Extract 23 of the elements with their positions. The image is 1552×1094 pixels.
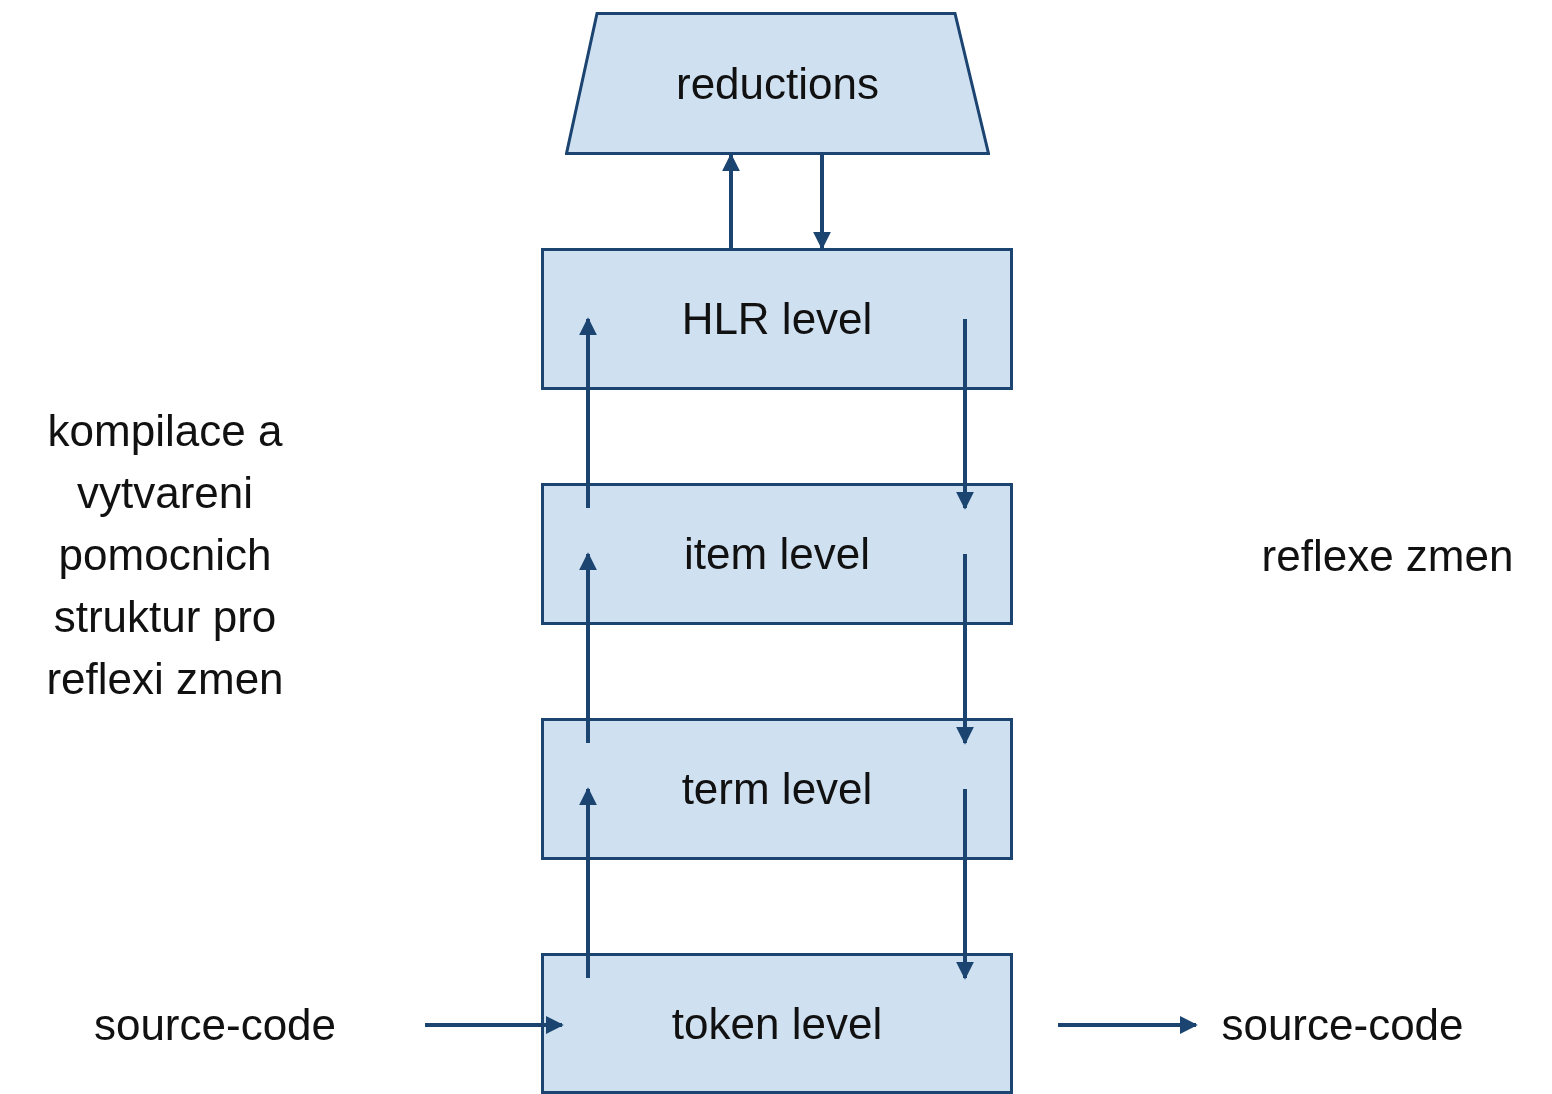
node-label: reductions — [676, 58, 879, 109]
node-label: item level — [684, 529, 870, 579]
arrow — [722, 153, 740, 248]
io-label: source-code — [93, 1000, 337, 1050]
level-box — [541, 953, 1013, 1094]
arrow — [579, 552, 597, 743]
node-label: term level — [681, 764, 873, 814]
annotation-text: reflexe zmen — [1260, 530, 1515, 582]
arrow — [813, 155, 831, 250]
level-box — [541, 718, 1013, 860]
io-label: source-code — [1221, 1000, 1464, 1050]
level-box — [541, 248, 1013, 390]
node-label: token level — [671, 998, 883, 1049]
arrow — [425, 1016, 564, 1034]
arrow — [956, 319, 974, 510]
arrow — [956, 789, 974, 980]
annotation-text: kompilace a vytvareni pomocnich struktur pro reflexi zmen — [45, 405, 285, 705]
node-label: HLR level — [681, 294, 873, 344]
level-box — [541, 483, 1013, 625]
arrow — [579, 317, 597, 508]
arrow — [579, 787, 597, 978]
arrow — [956, 554, 974, 745]
arrow — [1058, 1016, 1198, 1034]
